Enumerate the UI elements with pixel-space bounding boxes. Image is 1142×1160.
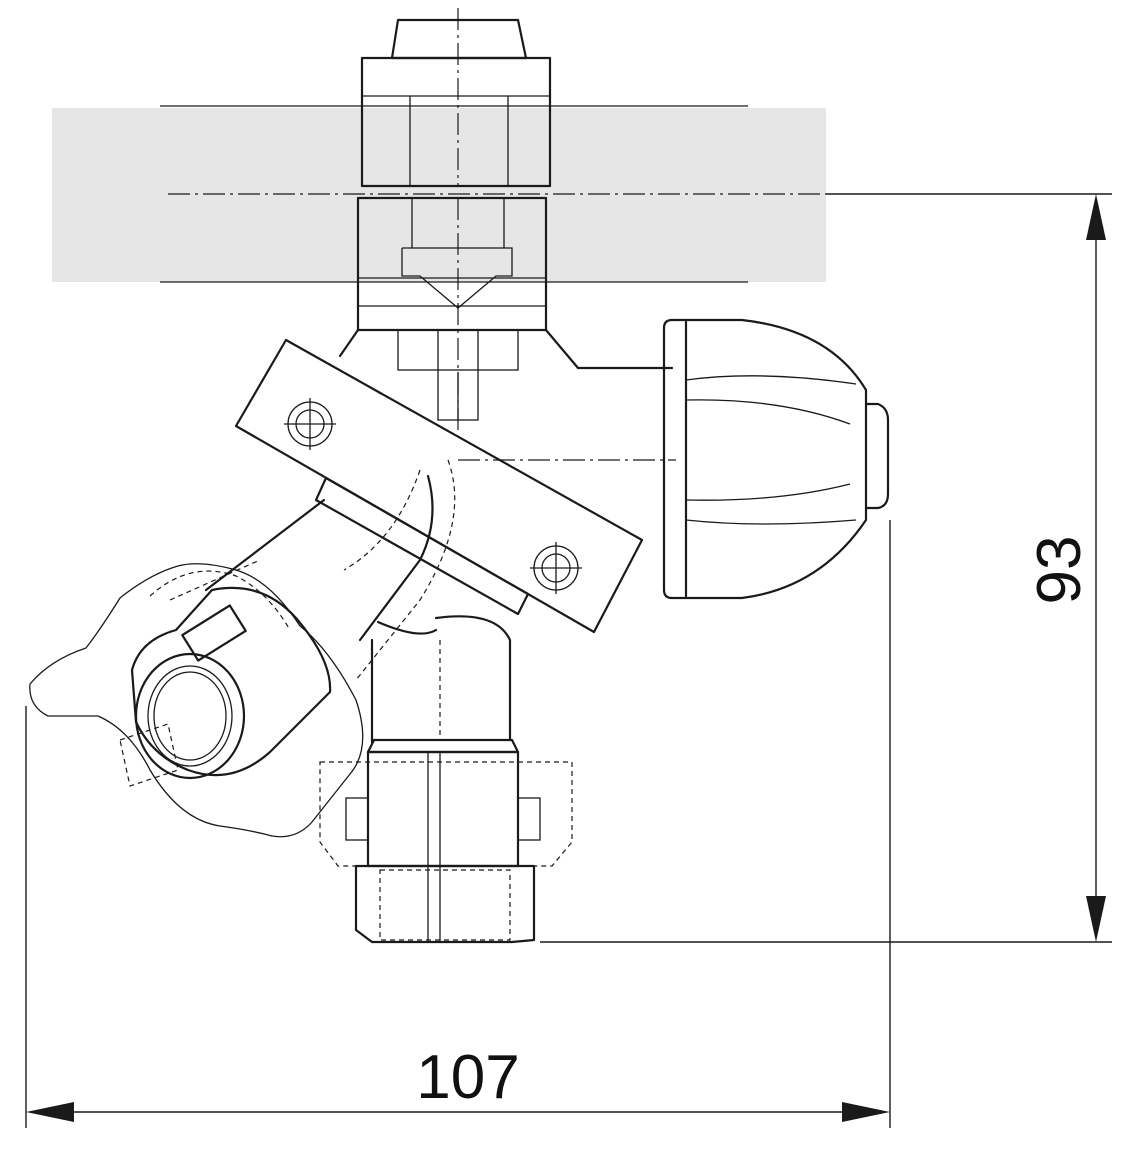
side-cap: [662, 318, 890, 600]
body-neck: [338, 328, 674, 421]
angled-nozzle: [29, 559, 364, 838]
height-dimension: 93: [1025, 194, 1106, 942]
outlet-arm: [204, 459, 512, 744]
width-dimension-label: 107: [416, 1043, 519, 1112]
width-dimension: 107: [26, 1043, 890, 1122]
bottom-nozzle: [319, 738, 573, 944]
boom-pipe: [52, 105, 826, 283]
turret-plate: [234, 338, 676, 634]
top-clamp: [360, 8, 552, 188]
height-dimension-label: 93: [1025, 536, 1094, 605]
extension-lines: [25, 193, 1112, 1128]
